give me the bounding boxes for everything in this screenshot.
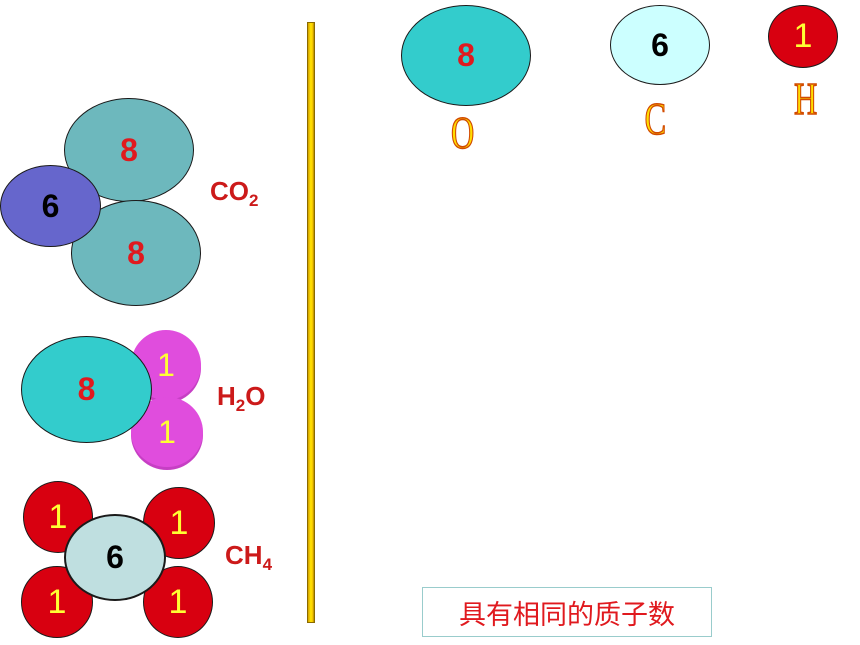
carbon-atom: 6 [610, 5, 710, 85]
carbon-symbol: C [644, 92, 667, 145]
h2o-oxygen-atom: 8 [21, 336, 152, 443]
hydrogen-atom: 1 [768, 5, 838, 68]
h2o-formula: H2O [217, 381, 266, 416]
ch4-formula: CH4 [225, 540, 273, 575]
proton-number-note: 具有相同的质子数 [422, 587, 712, 637]
hydrogen-symbol: H [793, 72, 818, 125]
co2-carbon-atom: 6 [0, 165, 101, 247]
oxygen-atom: 8 [401, 5, 531, 106]
oxygen-symbol: O [450, 106, 475, 159]
co2-formula: CO2 [210, 176, 259, 211]
ch4-carbon-atom: 6 [64, 514, 166, 601]
vertical-divider [307, 22, 315, 623]
